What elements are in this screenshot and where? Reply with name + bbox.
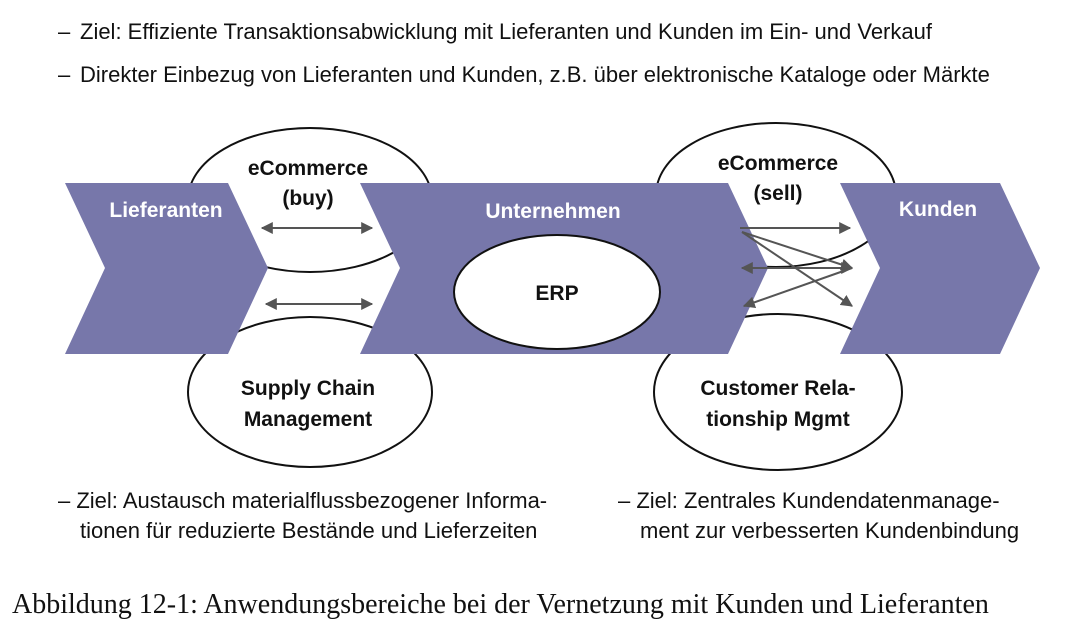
label-ecommerce-buy-1: eCommerce — [248, 157, 368, 180]
note-crm-goal: – Ziel: Zentrales Kundendatenmanage- men… — [618, 486, 1019, 546]
note-left-line1: Ziel: Austausch materialflussbezogener I… — [76, 488, 548, 513]
label-scm-2: Management — [244, 408, 372, 431]
bullet-direct-integration: –Direkter Einbezug von Lieferanten und K… — [58, 61, 990, 88]
bullet-text: Direkter Einbezug von Lieferanten und Ku… — [80, 62, 990, 87]
bullet-goal-transactions: –Ziel: Effiziente Transaktionsabwicklung… — [58, 18, 932, 45]
label-customers: Kunden — [899, 198, 977, 221]
bullet-dash: – — [618, 488, 637, 513]
figure-caption: Abbildung 12-1: Anwendungsbereiche bei d… — [12, 589, 989, 620]
bullet-text: Ziel: Effiziente Transaktionsabwicklung … — [80, 19, 932, 44]
label-crm-2: tionship Mgmt — [706, 408, 849, 431]
ellipse-scm — [187, 316, 433, 468]
note-scm-goal: – Ziel: Austausch materialflussbezogener… — [58, 486, 547, 546]
arrow-cross-3 — [741, 231, 853, 307]
arrow-customers — [840, 183, 1040, 354]
label-ecommerce-sell-2: (sell) — [753, 182, 802, 205]
label-ecommerce-sell-1: eCommerce — [718, 152, 838, 175]
label-crm-1: Customer Rela- — [700, 377, 855, 400]
note-left-line2: tionen für reduzierte Bestände und Liefe… — [80, 518, 538, 543]
label-company: Unternehmen — [485, 200, 620, 223]
ellipse-erp — [453, 234, 661, 350]
arrow-cross-1 — [741, 231, 854, 271]
arrow-suppliers — [65, 183, 268, 354]
label-erp: ERP — [535, 282, 578, 305]
label-ecommerce-buy-2: (buy) — [282, 187, 333, 210]
arrow-cross-2 — [742, 267, 853, 309]
label-scm-1: Supply Chain — [241, 377, 375, 400]
label-suppliers: Lieferanten — [109, 199, 222, 222]
bullet-dash: – — [58, 19, 71, 44]
bullet-dash: – — [58, 62, 71, 87]
note-right-line2: ment zur verbesserten Kundenbindung — [640, 518, 1020, 543]
bullet-dash: – — [58, 488, 77, 513]
note-right-line1: Ziel: Zentrales Kundendatenmanage- — [636, 488, 1000, 513]
